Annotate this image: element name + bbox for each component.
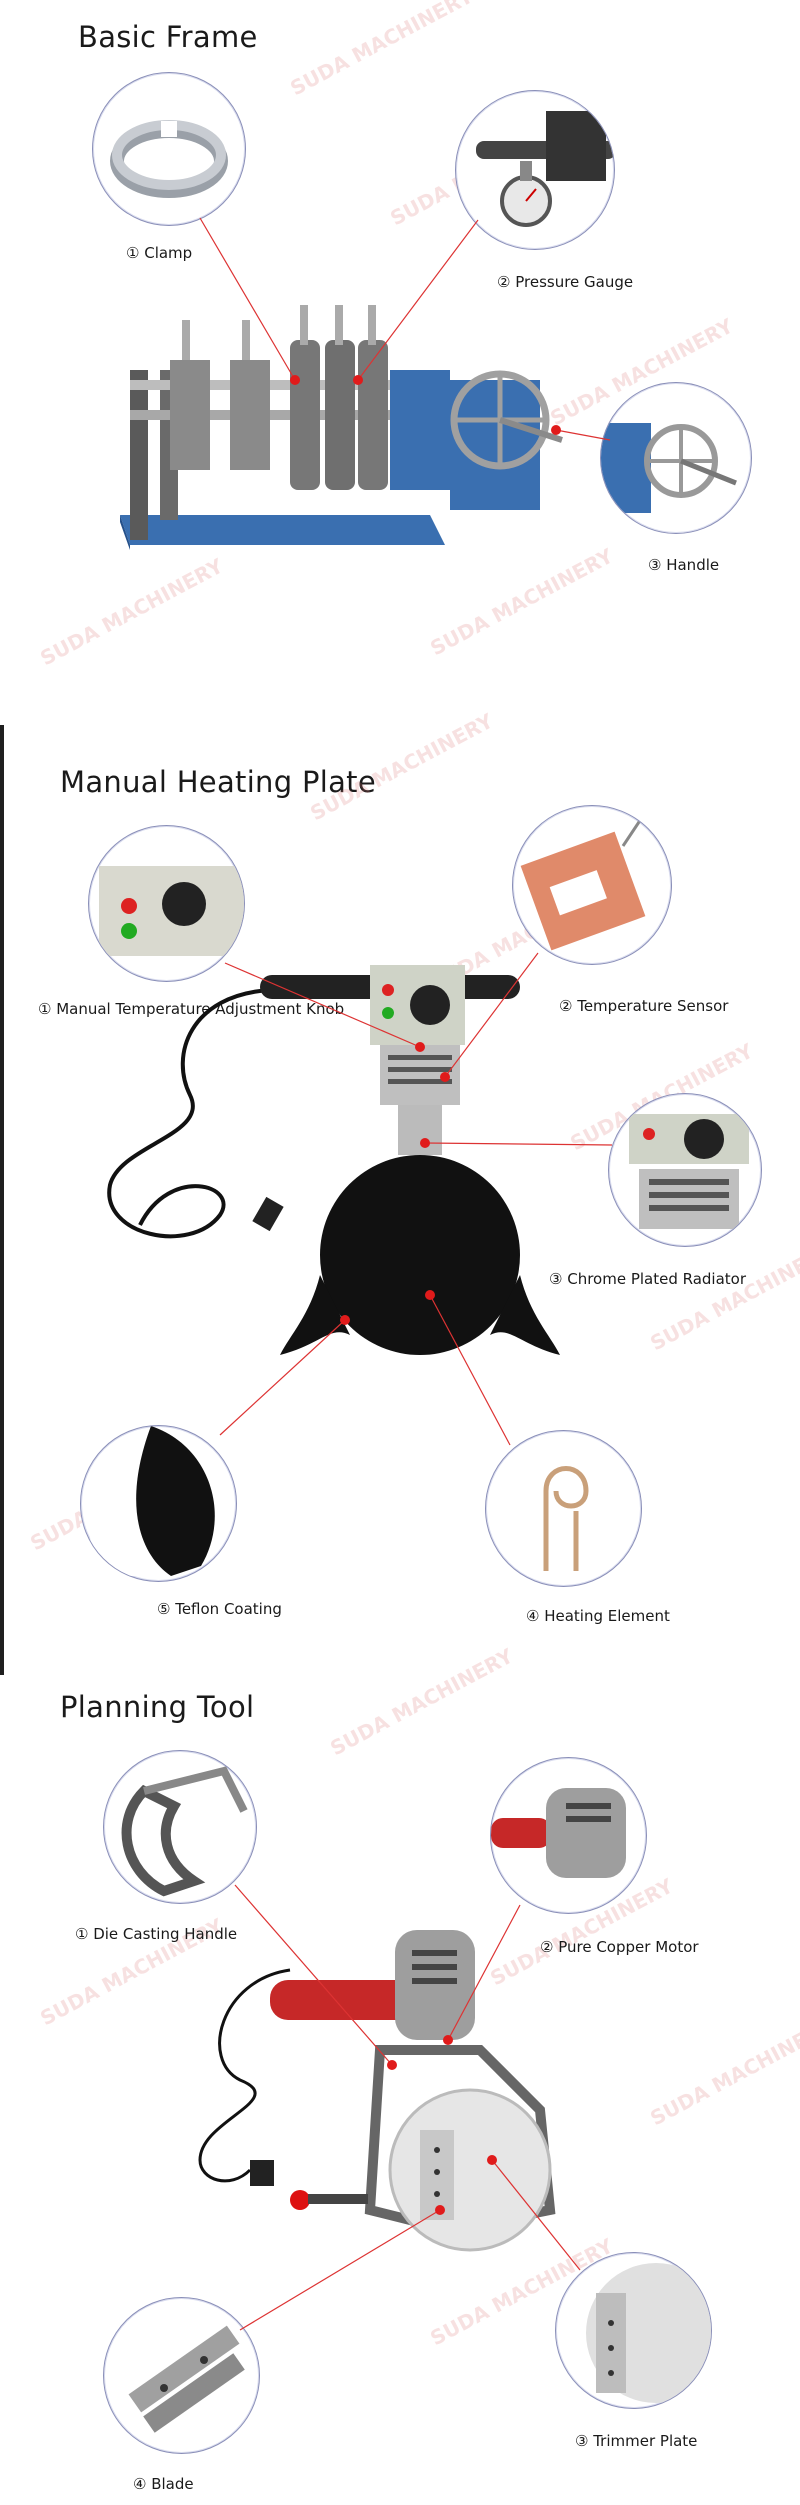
motor-label: ② Pure Copper Motor <box>540 1938 699 1956</box>
temperature-sensor-icon <box>520 815 646 951</box>
handle-zoom-circle <box>600 382 752 534</box>
element-label: ④ Heating Element <box>526 1607 670 1625</box>
left-separator <box>0 725 4 1675</box>
die-handle-label: ① Die Casting Handle <box>75 1925 238 1943</box>
trimmer-label: ③ Trimmer Plate <box>575 2432 698 2450</box>
pressure-gauge-label: ② Pressure Gauge <box>497 273 634 291</box>
clamp-label: ① Clamp <box>126 244 193 262</box>
motor-zoom-circle <box>490 1757 647 1914</box>
teflon-label: ⑤ Teflon Coating <box>157 1600 282 1618</box>
section-basic-frame: Basic Frame SUDA MACHINERY SUDA MACHINER… <box>0 0 800 720</box>
sensor-label: ② Temperature Sensor <box>559 997 729 1015</box>
copper-motor-icon <box>491 1788 626 1878</box>
section-title: Manual Heating Plate <box>60 765 376 799</box>
clamp-zoom-circle <box>92 72 246 226</box>
sensor-zoom-circle <box>512 805 672 965</box>
basic-frame-pointers <box>199 217 611 441</box>
radiator-icon <box>629 1114 749 1229</box>
radiator-zoom-circle <box>608 1093 762 1247</box>
teflon-coating-icon <box>89 1426 215 1576</box>
pressure-gauge-zoom-circle <box>455 90 615 250</box>
radiator-label: ③ Chrome Plated Radiator <box>549 1270 747 1288</box>
section-title: Basic Frame <box>78 20 258 54</box>
clamp-icon <box>110 120 228 198</box>
element-zoom-circle <box>485 1430 642 1587</box>
planning-tool-machine <box>198 1930 556 2252</box>
section-heating-plate: Manual Heating Plate SUDA MACHINERY SUDA… <box>0 709 800 1675</box>
handle-label: ③ Handle <box>648 556 720 574</box>
heating-element-icon <box>543 1466 589 1571</box>
die-handle-zoom-circle <box>103 1750 257 1904</box>
blade-zoom-circle <box>103 2297 260 2454</box>
knob-label: ① Manual Temperature Adjustment Knob <box>38 1000 345 1018</box>
trimmer-plate-icon <box>586 2263 711 2403</box>
temperature-knob-icon <box>99 866 244 956</box>
heating-plate-machine <box>107 965 560 1355</box>
blade-label: ④ Blade <box>133 2475 194 2493</box>
blade-icon <box>128 2325 245 2433</box>
section-planning-tool: Planning Tool SUDA MACHINERY SUDA MACHIN… <box>0 1644 800 2505</box>
heating-plate-pointers <box>219 952 613 1446</box>
knob-zoom-circle <box>88 825 245 982</box>
planning-tool-pointers <box>234 1884 581 2331</box>
handwheel-icon <box>601 423 737 513</box>
pressure-gauge-icon <box>476 111 614 227</box>
section-title: Planning Tool <box>60 1690 255 1724</box>
die-casting-handle-icon <box>121 1766 248 1897</box>
trimmer-zoom-circle <box>555 2252 712 2409</box>
teflon-zoom-circle <box>80 1425 237 1582</box>
